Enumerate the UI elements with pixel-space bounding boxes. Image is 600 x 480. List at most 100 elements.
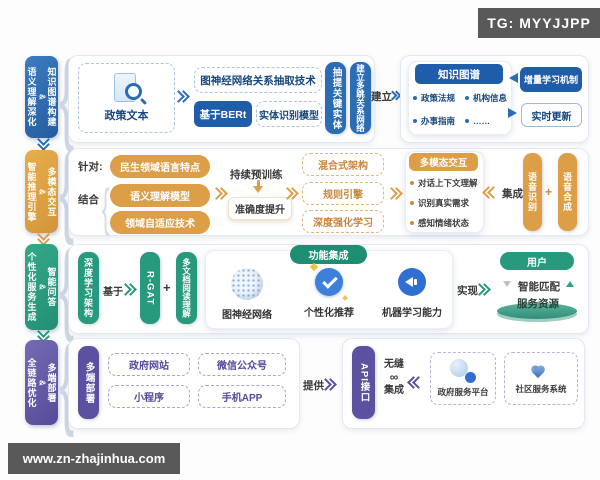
feature-gnn: 图神经网络 (211, 268, 283, 321)
community-heart-icon (534, 366, 549, 380)
pretrain-label: 持续预训练 (230, 169, 283, 181)
plus-label: + (545, 185, 553, 199)
badge-check-icon (309, 262, 348, 301)
rule-engine-box: 规则引擎 (302, 182, 384, 205)
deep-rl-box: 深度强化学习 (302, 210, 384, 233)
sidebar-stage-1: 语义理解深化 & 知识图谱构建 (25, 56, 58, 138)
double-chevron-left-icon (482, 186, 500, 199)
gov-platform-label: 政府服务平台 (437, 387, 489, 397)
rgat-pill: R-GAT (140, 252, 160, 324)
seamless-bottom: 集成 (384, 385, 404, 396)
tts-pill: 语音合成 (558, 153, 577, 231)
tg-badge: TG: MYYJJPP (478, 8, 600, 38)
multimodal-bullet: 感知情绪状态 (410, 217, 478, 229)
feature-label: 个性化推荐 (304, 308, 354, 319)
panel-deployment (68, 338, 300, 429)
double-chevron-right-icon (119, 283, 137, 296)
stage1-right-text: 知识图谱构建 (46, 67, 57, 127)
multihop-network-pill: 建立多跳关系网络 (350, 62, 371, 134)
smart-match-label: 智能匹配 (518, 281, 560, 293)
kg-bullet: 政策法规 (413, 92, 465, 104)
double-chevron-right-icon (385, 187, 403, 200)
double-chevron-right-icon (281, 187, 299, 200)
kg-bullet-list: 政策法规 机构信息 办事指南 …… (413, 92, 507, 127)
stage3-amp: & (37, 284, 47, 290)
kg-bullet: 机构信息 (465, 92, 507, 104)
database-cylinder-icon (497, 303, 577, 319)
gov-website-box: 政府网站 (108, 353, 190, 376)
seamless-integration-label: 无缝 ∞ 集成 (381, 358, 407, 397)
multidoc-pill: 多文档阅读理解 (176, 252, 197, 324)
kg-title-pill: 知识图谱 (415, 64, 503, 84)
build-label: 建立 (371, 91, 392, 103)
double-chevron-right-icon (473, 283, 491, 296)
multimodal-title-pill: 多模态交互 (409, 153, 478, 171)
extract-entities-pill: 抽提关键实体 (325, 62, 346, 134)
double-chevron-right-icon (319, 378, 337, 391)
stage4-right-text: 多端部署 (46, 362, 57, 403)
gov-platform-box: 政府服务平台 (430, 352, 496, 405)
plus-label: + (163, 280, 171, 295)
target-label: 针对: (78, 161, 103, 173)
down-arrow-icon (253, 186, 263, 193)
dl-arch-pill: 深度学习架构 (78, 252, 99, 324)
infinity-icon: ∞ (389, 370, 399, 384)
multimodal-bullet-list: 对话上下文理解 识别真实需求 感知情绪状态 (410, 177, 478, 229)
stage3-right-text: 智能问答 (46, 267, 57, 307)
multimodal-bullet: 识别真实需求 (410, 197, 478, 209)
policy-doc-label: 政策文本 (104, 110, 149, 122)
down-arrow-icon (257, 180, 260, 187)
policy-doc-box: 政策文本 (78, 63, 175, 133)
graph-network-icon (231, 268, 263, 300)
ml-speaker-icon (398, 268, 426, 296)
integrate-label: 集成 (502, 188, 523, 200)
incremental-learning-pill: 增量学习机制 (520, 67, 582, 92)
sidebar-stage-4: 全链路优化 & 多端部署 (25, 340, 58, 425)
sidebar-stage-2: 智能推理引擎 & 多模态交互 (25, 150, 58, 233)
stage-arrow-down-1 (36, 133, 50, 151)
hybrid-arch-box: 混合式架构 (302, 153, 384, 176)
stage4-left-text: 全链路优化 (26, 357, 37, 408)
accuracy-box: 准确度提升 (228, 197, 292, 220)
double-chevron-left-icon (407, 376, 425, 389)
service-resource-label: 服务资源 (517, 298, 559, 310)
mini-program-box: 小程序 (108, 385, 190, 408)
multi-terminal-pill: 多端部署 (78, 346, 99, 419)
seamless-top: 无缝 (384, 359, 404, 370)
kg-bullet: 办事指南 (413, 115, 465, 127)
multimodal-bullet: 对话上下文理解 (410, 177, 478, 189)
stage3-left-text: 个性化服务生成 (26, 252, 37, 322)
semantic-model-pill: 语义理解模型 (110, 184, 210, 207)
watermark: www.zn-zhajinhua.com (8, 443, 180, 474)
double-chevron-right-icon (172, 90, 190, 103)
feature-label: 图神经网络 (222, 310, 272, 321)
entity-model-box: 实体识别模型 (256, 101, 322, 127)
double-chevron-right-icon (387, 90, 402, 101)
stage2-amp: & (37, 188, 47, 195)
stage1-left-text: 语义理解深化 (26, 67, 37, 127)
gnn-extraction-box: 图神经网络关系抽取技术 (194, 67, 322, 93)
stage2-left-text: 智能推理引擎 (26, 161, 37, 222)
stage1-amp: & (37, 94, 47, 100)
double-chevron-right-icon (210, 187, 228, 200)
bert-pill: 基于BERt (194, 101, 252, 127)
stage4-amp: & (37, 379, 47, 386)
wechat-official-box: 微信公众号 (198, 353, 286, 376)
language-features-pill: 民生领域语言特点 (110, 155, 210, 178)
sidebar-stage-3: 个性化服务生成 & 智能问答 (25, 244, 58, 330)
community-system-label: 社区服务系统 (515, 384, 567, 394)
provide-label: 提供 (303, 380, 324, 392)
combine-label: 结合 (78, 194, 99, 206)
domain-adapt-pill: 领域自适应技术 (110, 211, 210, 234)
up-triangle-icon (566, 281, 574, 287)
feature-label: 机器学习能力 (382, 308, 442, 319)
kg-bullet: …… (465, 115, 507, 127)
arrow-left-icon (509, 73, 518, 83)
gov-platform-icon (448, 359, 478, 383)
realize-label: 实现 (457, 285, 478, 297)
asr-pill: 语音识别 (523, 153, 542, 231)
mobile-app-box: 手机APP (198, 385, 286, 408)
down-triangle-icon (503, 281, 511, 287)
realtime-update-box: 实时更新 (521, 103, 582, 127)
